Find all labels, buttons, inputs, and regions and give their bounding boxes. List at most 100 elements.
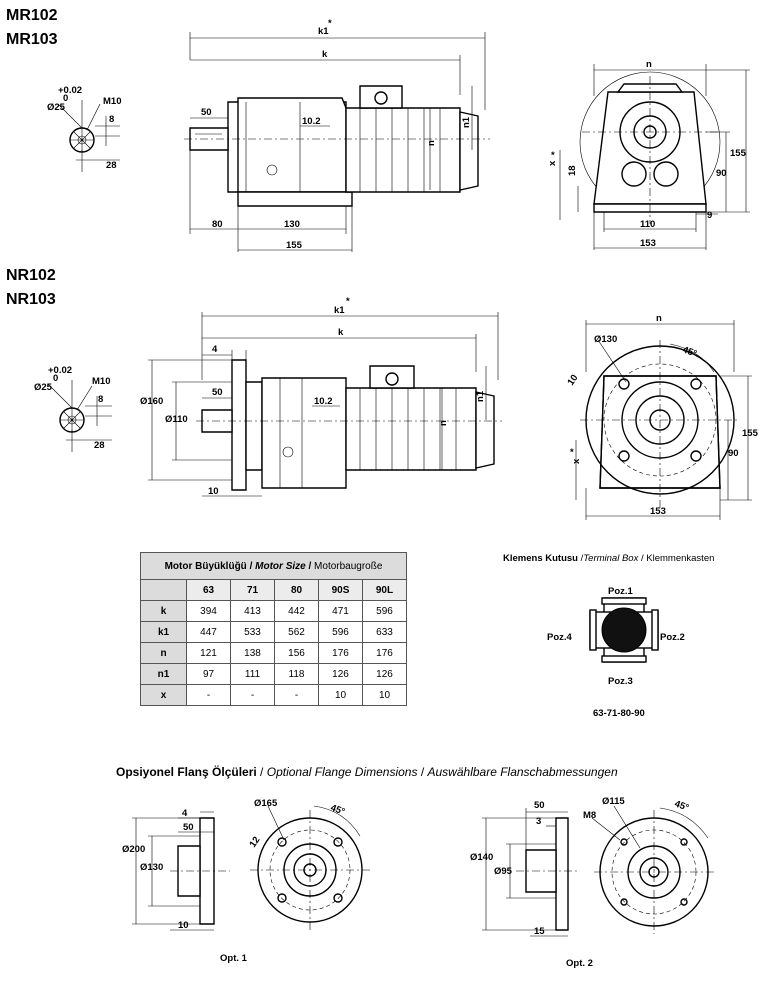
nr-10-2: 10.2: [314, 396, 333, 407]
mr-side-n: n: [646, 59, 652, 70]
mr-title-2: MR103: [6, 31, 58, 48]
table-cell: 562: [274, 621, 319, 643]
nr-title-2: NR103: [6, 291, 56, 308]
table-col-header: 80: [274, 579, 319, 601]
mr-k1: k1: [318, 26, 329, 37]
flange-caption: Opsiyonel Flanş Ölçüleri / Optional Flan…: [116, 765, 618, 779]
terminal-title-de: Klemmenkasten: [646, 553, 715, 564]
nr-title-1: NR102: [6, 267, 56, 284]
mr-side-90: 90: [716, 168, 727, 179]
mr-side-153: 153: [640, 238, 656, 249]
mr-10-2: 10.2: [302, 116, 321, 127]
nr-k1-star: *: [346, 296, 350, 307]
table-cell: 126: [318, 663, 363, 685]
table-corner: [140, 579, 187, 601]
mr-side-x: x: [547, 160, 558, 166]
terminal-box-diagram: Poz.1 Poz.2 Poz.3 Poz.4 63-71-80-90: [547, 586, 685, 719]
mr-side-110: 110: [640, 219, 655, 230]
nr-side-153: 153: [650, 506, 666, 517]
terminal-poz1: Poz.1: [608, 586, 634, 597]
mr-k: k: [322, 49, 328, 60]
table-col-header: 63: [186, 579, 231, 601]
opt1-10: 10: [178, 920, 189, 931]
table-cell: 138: [230, 642, 275, 664]
table-cell: -: [274, 684, 319, 706]
flange-title-de: Auswählbare Flanschabmessungen: [427, 765, 618, 779]
mr-side-18: 18: [567, 165, 578, 176]
terminal-box-caption: Klemens Kutusu /Terminal Box / Klemmenka…: [503, 553, 715, 564]
table-row: n1 97 111 118 126 126: [140, 663, 407, 685]
table-cell: 10: [318, 684, 363, 706]
opt2-50: 50: [534, 800, 545, 811]
opt2-dia-115: Ø115: [602, 796, 625, 807]
mr-side-star: *: [551, 150, 555, 161]
mr-end-view: n 155 90 x * 18 110 9 153: [547, 59, 750, 250]
table-cell: 176: [362, 642, 407, 664]
opt1-dia-165: Ø165: [254, 798, 278, 809]
table-cell: 394: [186, 600, 231, 622]
table-row-label: n: [140, 642, 187, 664]
mr-tol-plus: +0.02: [58, 85, 82, 96]
nr-n: n: [438, 420, 449, 426]
table-cell: 533: [230, 621, 275, 643]
table-cell: 596: [362, 600, 407, 622]
table-cell: 413: [230, 600, 275, 622]
flange-opt2: 50 3 Ø140 Ø95 15 Ø115 M8 45° Opt. 2: [470, 796, 714, 969]
nr-dia-160: Ø160: [140, 396, 163, 407]
table-row: k1 447 533 562 596 633: [140, 621, 407, 643]
opt1-12: 12: [247, 835, 262, 850]
mr-50: 50: [201, 107, 212, 118]
nr-side-star: *: [570, 447, 574, 458]
opt1-dia-200: Ø200: [122, 844, 145, 855]
nr-shaft-8: 8: [98, 394, 103, 405]
table-cell: -: [230, 684, 275, 706]
opt2-3: 3: [536, 816, 541, 827]
motor-size-table: Motor Büyüklüğü / Motor Size / Motorbaug…: [140, 552, 407, 706]
table-cell: 471: [318, 600, 363, 622]
mr-shaft-28: 28: [106, 160, 117, 171]
opt1-45: 45°: [329, 802, 346, 817]
nr-tol-plus: +0.02: [48, 365, 72, 376]
nr-end-view: n Ø130 45° 10 155 90 x * 153: [565, 313, 759, 520]
mr-title-1: MR102: [6, 7, 58, 24]
table-title: Motor Büyüklüğü / Motor Size / Motorbaug…: [140, 552, 407, 580]
opt2-15: 15: [534, 926, 545, 937]
table-cell: 596: [318, 621, 363, 643]
table-col-header: 90L: [362, 579, 407, 601]
nr-side-45: 45°: [681, 344, 698, 359]
nr-n1: n1: [475, 390, 486, 402]
nr-4: 4: [212, 344, 218, 355]
nr-side-155: 155: [742, 428, 759, 439]
opt1-dia-130: Ø130: [140, 862, 163, 873]
opt2-45: 45°: [673, 798, 690, 813]
terminal-poz3: Poz.3: [608, 676, 633, 687]
table-row-label: x: [140, 684, 187, 706]
nr-side-dia-130: Ø130: [594, 334, 617, 345]
table-cell: 121: [186, 642, 231, 664]
flange-title-en: Optional Flange Dimensions: [266, 765, 418, 779]
nr-shaft-detail: +0.02 0 Ø25 M10 8 28: [34, 365, 112, 452]
terminal-poz4: Poz.4: [547, 632, 573, 643]
table-col-header: 71: [230, 579, 275, 601]
table-col-header: 90S: [318, 579, 363, 601]
table-cell: 176: [318, 642, 363, 664]
table-cell: 633: [362, 621, 407, 643]
mr-side-155: 155: [730, 148, 747, 159]
table-cell: -: [186, 684, 231, 706]
nr-side-10: 10: [565, 373, 580, 388]
mr-side-9: 9: [707, 210, 712, 221]
flange-opt1: 4 50 Ø200 Ø130 10 Ø165 45° 12 Opt. 1: [122, 798, 370, 964]
nr-50: 50: [212, 387, 223, 398]
opt2-dia-95: Ø95: [494, 866, 513, 877]
table-row: n 121 138 156 176 176: [140, 642, 407, 664]
nr-dia-110: Ø110: [165, 414, 188, 425]
terminal-title-tr: Klemens Kutusu: [503, 553, 578, 564]
mr-130: 130: [284, 219, 300, 230]
table-row-label: k1: [140, 621, 187, 643]
nr-k: k: [338, 327, 344, 338]
table-title-en: Motor Size: [255, 560, 306, 572]
nr-side-90: 90: [728, 448, 739, 459]
table-cell: 118: [274, 663, 319, 685]
nr-side-n: n: [656, 313, 662, 324]
